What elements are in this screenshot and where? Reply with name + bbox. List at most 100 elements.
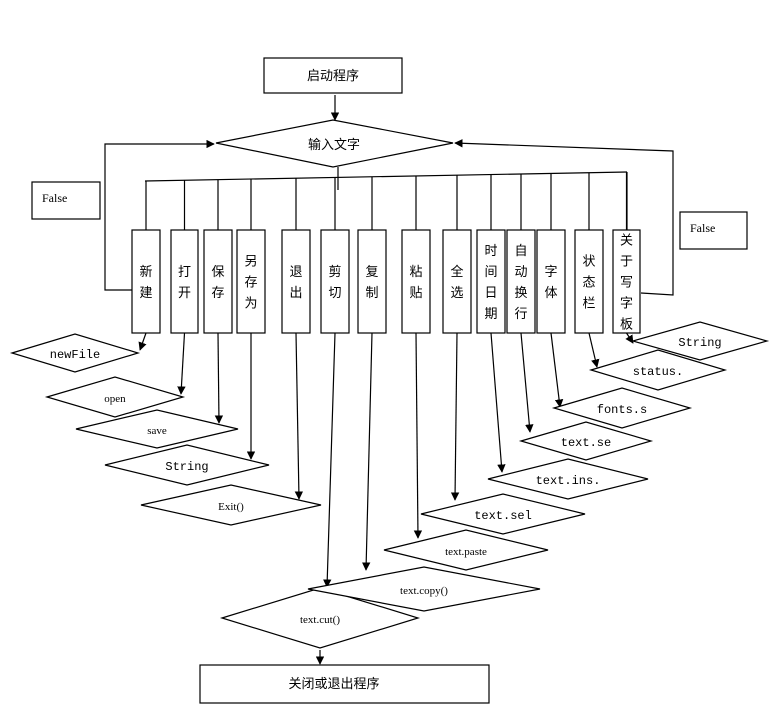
menu-item-box[interactable] (281, 229, 311, 334)
action-select-all: text.sel (420, 493, 586, 535)
menu-item-char: 日 (484, 286, 497, 301)
menu-item-char: 建 (139, 286, 152, 301)
menu-item-char: 栏 (582, 297, 595, 312)
arrow-statusbar (588, 332, 600, 368)
menu-item-box[interactable] (236, 229, 266, 334)
action-diamond (383, 529, 549, 571)
menu-item-char: 板 (620, 318, 633, 333)
action-label: String (678, 336, 721, 350)
arrow-cut (323, 332, 336, 588)
action-label: newFile (50, 348, 100, 362)
menu-item-char: 切 (328, 286, 341, 301)
left-false-box: False (31, 181, 101, 220)
menu-item-open[interactable]: 打开 (170, 229, 199, 334)
action-diamond (487, 458, 649, 500)
menu-item-char: 时 (484, 244, 497, 259)
menu-item-char: 字 (544, 265, 557, 280)
arrow-paste (413, 332, 423, 539)
action-wordwrap: text.se (518, 421, 654, 461)
menu-item-char: 态 (582, 276, 595, 291)
menu-item-box[interactable] (612, 229, 641, 334)
menu-item-char: 粘 (409, 265, 422, 280)
action-label: text.copy() (400, 585, 448, 597)
menu-item-char: 另 (244, 255, 257, 270)
menu-item-box[interactable] (401, 229, 431, 334)
right-false-label: False (690, 221, 715, 235)
menu-item-char: 自 (514, 244, 527, 259)
action-paste: text.paste (383, 529, 549, 571)
action-diamond (630, 321, 770, 361)
menu-item-char: 全 (450, 264, 463, 280)
menu-item-char: 存 (244, 276, 257, 291)
menu-item-box[interactable] (442, 229, 472, 334)
menu-item-box[interactable] (506, 229, 536, 334)
menu-item-paste[interactable]: 粘贴 (401, 229, 431, 334)
end-node: 关闭或退出程序 (199, 664, 490, 704)
arrow-font (550, 332, 564, 408)
action-exit: Exit() (140, 484, 322, 526)
menu-item-select-all[interactable]: 全选 (442, 229, 472, 334)
menu-item-char: 写 (620, 276, 633, 291)
menu-item-exit[interactable]: 退出 (281, 229, 311, 334)
menu-item-box[interactable] (536, 229, 566, 334)
menu-item-char: 打 (178, 265, 191, 280)
action-diamond (140, 484, 322, 526)
action-font: fonts.s (551, 387, 693, 429)
arrow-about (625, 332, 634, 344)
action-cut: text.cut() (219, 587, 421, 649)
start-node: 启动程序 (263, 57, 403, 94)
menu-item-cut[interactable]: 剪切 (320, 229, 350, 334)
action-diamond (551, 387, 693, 429)
menu-item-save[interactable]: 保存 (203, 229, 233, 334)
menu-item-save-as[interactable]: 另存为 (236, 229, 266, 334)
menu-item-statusbar[interactable]: 状态栏 (574, 229, 604, 334)
start-label: 启动程序 (307, 69, 359, 84)
action-label: text.se (561, 436, 611, 450)
action-open: open (44, 376, 186, 418)
action-datetime: text.ins. (487, 458, 649, 500)
menu-item-char: 选 (450, 286, 463, 301)
arrow-new (138, 332, 147, 351)
menu-item-char: 动 (514, 265, 527, 280)
action-diamond (219, 587, 421, 649)
action-save-as: String (104, 444, 270, 486)
menu-item-box[interactable] (320, 229, 350, 334)
menu-item-char: 换 (514, 286, 527, 301)
menu-item-char: 间 (484, 265, 497, 280)
action-diamond (420, 493, 586, 535)
arrow-exit (294, 332, 304, 500)
action-label: open (104, 393, 126, 405)
menu-item-box[interactable] (574, 229, 604, 334)
menu-item-new[interactable]: 新建 (131, 229, 161, 334)
action-label: text.cut() (300, 614, 340, 626)
menu-item-box[interactable] (203, 229, 233, 334)
menu-item-box[interactable] (170, 229, 199, 334)
menu-item-char: 保 (211, 265, 224, 280)
menu-item-char: 于 (620, 255, 633, 270)
action-diamond (104, 444, 270, 486)
action-label: String (165, 460, 208, 474)
menu-item-font[interactable]: 字体 (536, 229, 566, 334)
branch-bus (144, 171, 628, 182)
action-nodes: newFileopensaveStringExit()text.cut()tex… (9, 321, 770, 649)
menu-item-char: 存 (211, 286, 224, 301)
arrow-wordwrap (520, 332, 534, 433)
menu-item-box[interactable] (357, 229, 387, 334)
action-diamond (518, 421, 654, 461)
end-label: 关闭或退出程序 (288, 677, 379, 692)
action-diamond (9, 333, 141, 373)
menu-item-char: 状 (582, 255, 595, 270)
action-label: text.ins. (536, 474, 601, 488)
menu-item-box[interactable] (476, 229, 506, 334)
menu-item-char: 退 (289, 265, 302, 280)
menu-item-char: 期 (484, 307, 497, 322)
menu-item-box[interactable] (131, 229, 161, 334)
menu-item-char: 新 (139, 264, 152, 280)
menu-item-copy[interactable]: 复制 (357, 229, 387, 334)
action-statusbar: status. (588, 349, 728, 391)
action-label: status. (633, 365, 683, 379)
